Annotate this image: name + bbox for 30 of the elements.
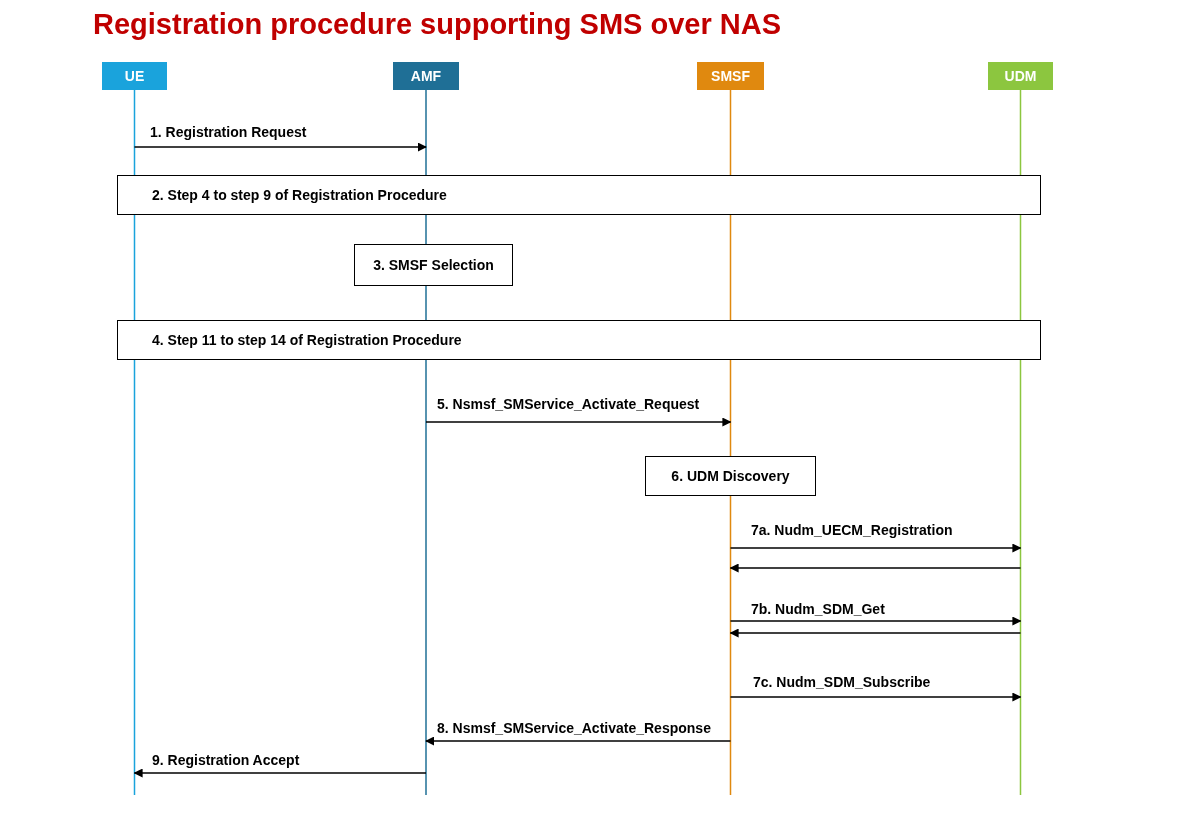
process-box [117, 320, 1041, 360]
edge-label: 7a. Nudm_UECM_Registration [749, 522, 955, 538]
step-text: 2. Step 4 to step 9 of Registration Procedure [152, 187, 447, 203]
step-text: 6. UDM Discovery [671, 468, 790, 484]
step-text: 4. Step 11 to step 14 of Registration Procedure [152, 332, 462, 348]
message-arrow [425, 736, 732, 746]
process-box [117, 175, 1041, 215]
process-box [354, 244, 513, 286]
participant-header: UDM [988, 62, 1053, 90]
edge-label: 9. Registration Accept [150, 752, 302, 768]
participant-header: UE [102, 62, 167, 90]
edge-label: 7c. Nudm_SDM_Subscribe [751, 674, 933, 690]
edge-label: 8. Nsmsf_SMService_Activate_Response [435, 720, 713, 736]
title: Registration procedure supporting SMS over NAS [93, 8, 782, 41]
edge-label: 5. Nsmsf_SMService_Activate_Request [435, 396, 702, 412]
message-arrow [729, 628, 1022, 638]
message-arrow [729, 563, 1022, 573]
edge-label: 1. Registration Request [148, 124, 309, 140]
message-arrow [133, 768, 427, 778]
message-arrow [729, 543, 1022, 553]
edge-label: 7b. Nudm_SDM_Get [749, 601, 887, 617]
step-text: 3. SMSF Selection [373, 257, 494, 273]
message-arrow [133, 142, 427, 152]
participant-lifeline [102, 62, 167, 795]
message-arrow [729, 616, 1022, 626]
message-arrow [425, 417, 732, 427]
process-box [645, 456, 816, 496]
participant-header: SMSF [697, 62, 764, 90]
message-arrow [729, 692, 1022, 702]
participant-header: AMF [393, 62, 459, 90]
